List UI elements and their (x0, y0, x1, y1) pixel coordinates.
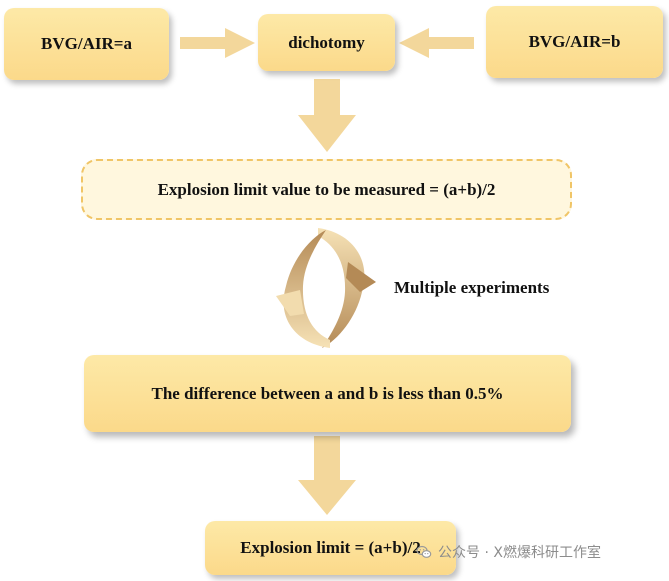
loop-label: Multiple experiments (394, 278, 550, 297)
arrow-down-to-measure (298, 79, 356, 152)
node-measure: Explosion limit value to be measured = (… (81, 159, 572, 220)
node-result: Explosion limit = (a+b)/2 (205, 521, 456, 575)
node-bvg-air-b-label: BVG/AIR=b (528, 32, 621, 51)
node-bvg-air-b: BVG/AIR=b (486, 6, 663, 78)
node-bvg-air-a-label: BVG/AIR=a (41, 34, 132, 53)
watermark: 公众号 · X燃爆科研工作室 (416, 542, 601, 562)
watermark-text: 公众号 · X燃爆科研工作室 (438, 545, 601, 561)
wechat-icon (416, 545, 432, 558)
node-condition: The difference between a and b is less t… (84, 355, 571, 432)
node-result-label: Explosion limit = (a+b)/2 (240, 538, 421, 557)
node-condition-label: The difference between a and b is less t… (151, 383, 504, 403)
node-bvg-air-a: BVG/AIR=a (4, 8, 169, 80)
arrow-right-to-center (399, 28, 474, 58)
node-dichotomy: dichotomy (258, 14, 395, 71)
node-measure-label: Explosion limit value to be measured = (… (157, 179, 496, 199)
node-dichotomy-label: dichotomy (288, 32, 365, 52)
arrow-left-to-center (180, 28, 255, 58)
arrow-down-to-result (298, 436, 356, 515)
cycle-arrows-icon (276, 228, 376, 348)
